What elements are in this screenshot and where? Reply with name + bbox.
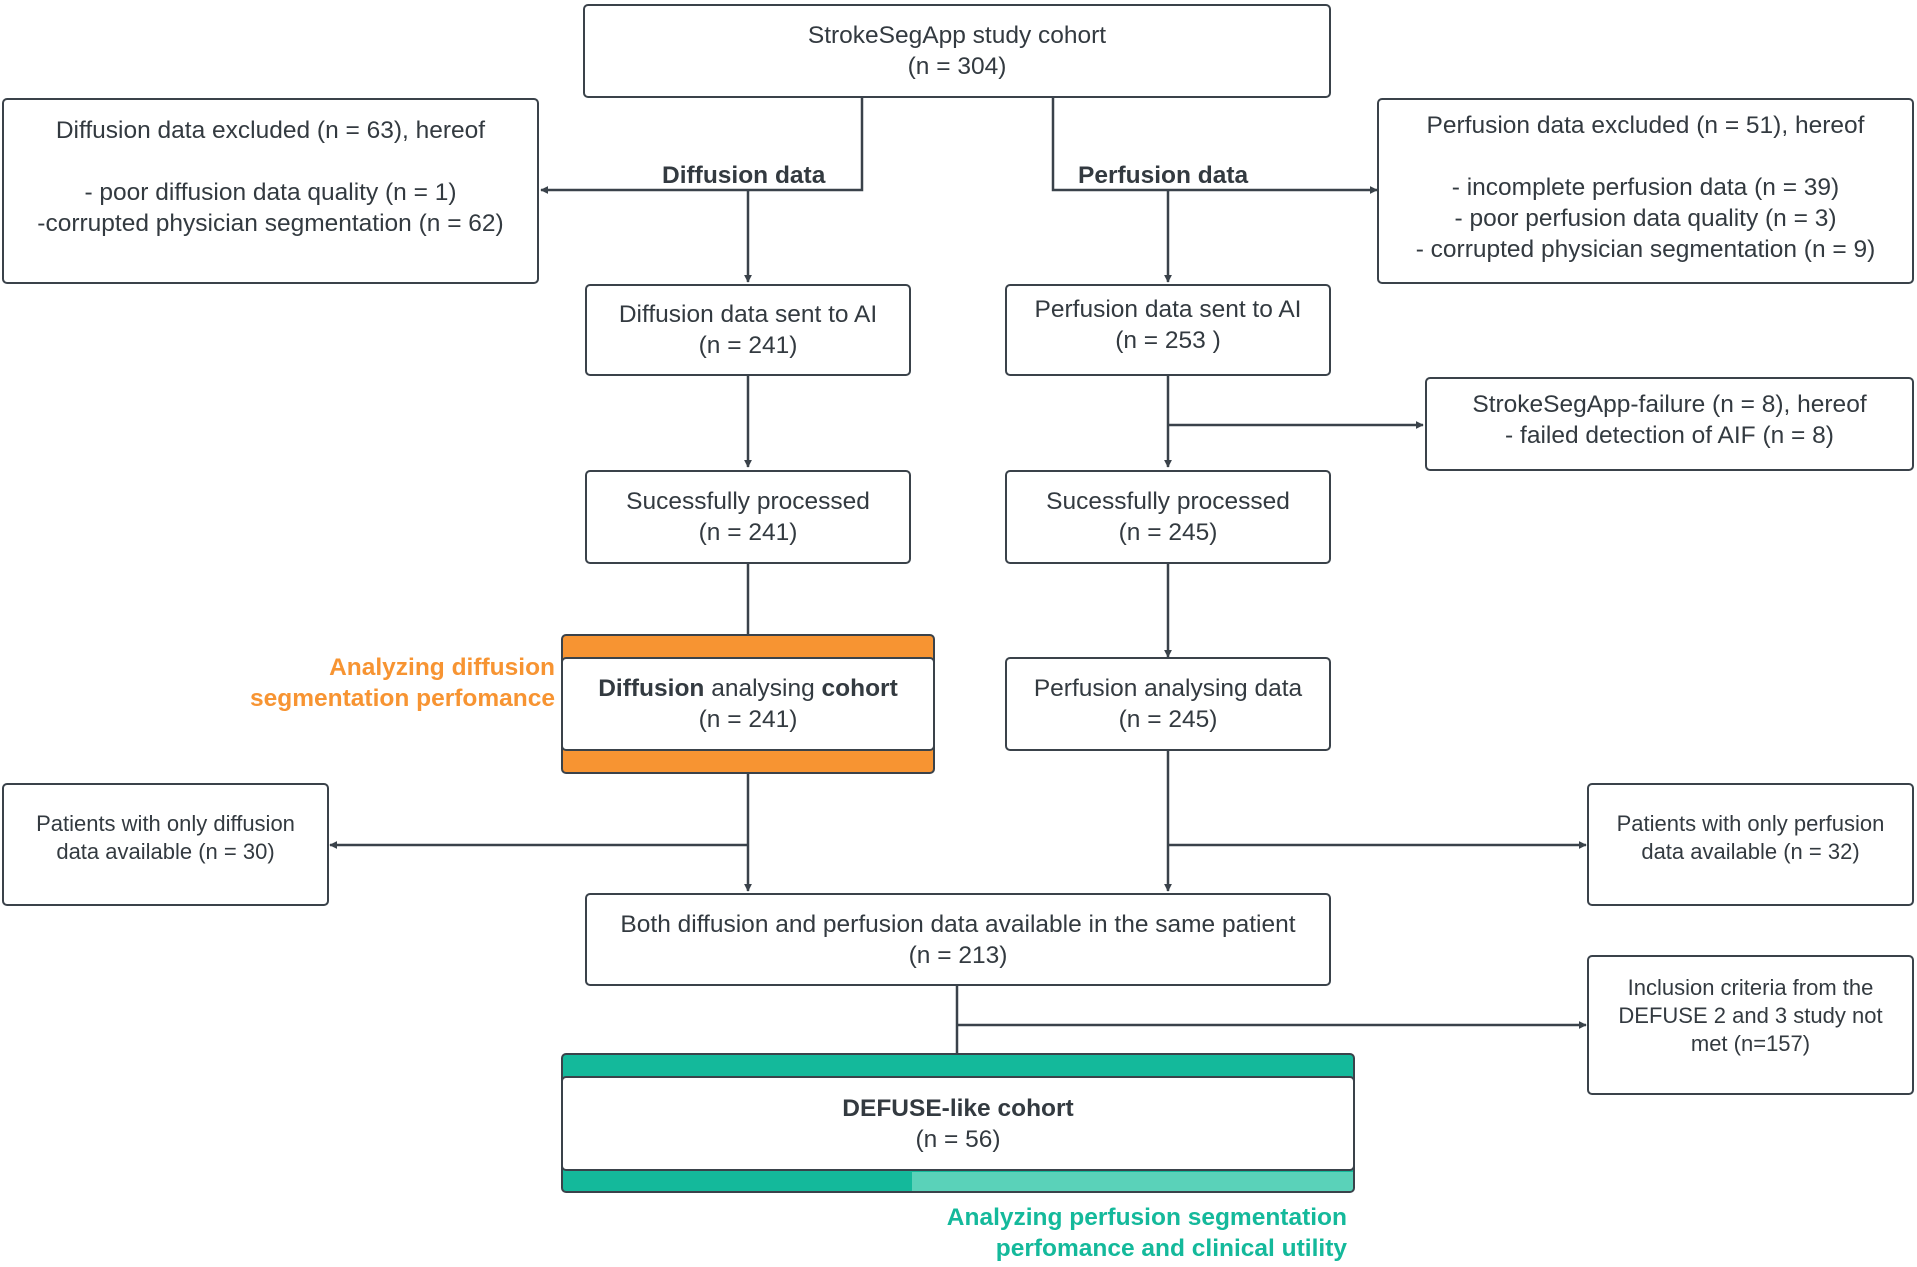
- both-data-box: Both diffusion and perfusion data availa…: [585, 893, 1331, 986]
- edge-cohort-diffusion: [540, 98, 864, 194]
- diffusion-cohort-count: (n = 241): [698, 706, 798, 733]
- perfusion-excluded-reason-1: - incomplete perfusion data (n = 39): [1451, 174, 1840, 201]
- only-diffusion-line-1: Patients with only diffusion: [36, 810, 295, 836]
- perfusion-sent-box: Perfusion data sent to AI (n = 253 ): [1005, 284, 1331, 376]
- perfusion-excluded-heading: Perfusion data excluded (n = 51), hereof: [1426, 112, 1865, 139]
- diffusion-callout-line-1: Analyzing diffusion: [329, 654, 555, 681]
- defuse-cohort-title: DEFUSE-like cohort: [842, 1094, 1074, 1122]
- perfusion-analysing-title: Perfusion analysing data: [1033, 675, 1303, 702]
- edge-label-perfusion: Perfusion data: [1078, 162, 1249, 189]
- both-data-title: Both diffusion and perfusion data availa…: [620, 910, 1296, 938]
- diffusion-cohort-title: Diffusion analysing cohort: [598, 673, 898, 704]
- app-failure-box: StrokeSegApp-failure (n = 8), hereof - f…: [1425, 377, 1914, 471]
- perfusion-processed-box: Sucessfully processed (n = 245): [1005, 470, 1331, 564]
- diffusion-processed-count: (n = 241): [698, 519, 798, 546]
- inclusion-line-1: Inclusion criteria from the: [1627, 975, 1874, 1000]
- study-cohort-title: StrokeSegApp study cohort: [807, 22, 1107, 49]
- perfusion-callout: Analyzing perfusion segmentation perfoma…: [947, 1202, 1347, 1264]
- defuse-cohort-band-light: [912, 1172, 1353, 1191]
- diffusion-excluded-heading: Diffusion data excluded (n = 63), hereof: [55, 117, 486, 144]
- diffusion-sent-box: Diffusion data sent to AI (n = 241): [585, 284, 911, 376]
- perfusion-callout-line-2: perfomance and clinical utility: [995, 1235, 1347, 1262]
- only-perfusion-line-2: data available (n = 32): [1641, 838, 1860, 864]
- perfusion-callout-line-1: Analyzing perfusion segmentation: [946, 1204, 1347, 1231]
- both-data-count: (n = 213): [908, 941, 1008, 969]
- only-perfusion-box: Patients with only perfusion data availa…: [1587, 783, 1914, 906]
- study-cohort-box: StrokeSegApp study cohort (n = 304): [583, 4, 1331, 98]
- study-cohort-count: (n = 304): [907, 53, 1007, 80]
- diffusion-excluded-box: Diffusion data excluded (n = 63), hereof…: [2, 98, 539, 284]
- inclusion-criteria-box: Inclusion criteria from the DEFUSE 2 and…: [1587, 955, 1914, 1095]
- perfusion-analysing-count: (n = 245): [1118, 706, 1218, 733]
- only-diffusion-line-2: data available (n = 30): [56, 838, 275, 864]
- perfusion-sent-title: Perfusion data sent to AI: [1034, 296, 1302, 323]
- diffusion-cohort-box: Diffusion analysing cohort (n = 241): [561, 657, 935, 751]
- diffusion-sent-title: Diffusion data sent to AI: [618, 301, 878, 328]
- perfusion-processed-count: (n = 245): [1118, 519, 1218, 546]
- diffusion-cohort-bold-2: cohort: [821, 675, 898, 702]
- diffusion-sent-count: (n = 241): [698, 332, 798, 359]
- app-failure-heading: StrokeSegApp-failure (n = 8), hereof: [1472, 391, 1867, 418]
- only-perfusion-line-1: Patients with only perfusion: [1616, 810, 1885, 836]
- only-diffusion-box: Patients with only diffusion data availa…: [2, 783, 329, 906]
- perfusion-processed-title: Sucessfully processed: [1046, 488, 1290, 515]
- diffusion-excluded-reason-1: - poor diffusion data quality (n = 1): [84, 179, 457, 206]
- diffusion-excluded-reason-2: -corrupted physician segmentation (n = 6…: [37, 210, 504, 237]
- diffusion-processed-title: Sucessfully processed: [626, 488, 870, 515]
- edge-cohort-perfusion: [1051, 98, 1378, 194]
- diffusion-cohort-bold-1: Diffusion: [598, 675, 705, 702]
- perfusion-analysing-box: Perfusion analysing data (n = 245): [1005, 657, 1331, 751]
- inclusion-line-2: DEFUSE 2 and 3 study not: [1618, 1003, 1883, 1028]
- perfusion-excluded-reason-3: - corrupted physician segmentation (n = …: [1415, 236, 1876, 263]
- perfusion-excluded-reason-2: - poor perfusion data quality (n = 3): [1454, 205, 1837, 232]
- perfusion-sent-count: (n = 253 ): [1115, 327, 1221, 354]
- inclusion-line-3: met (n=157): [1690, 1031, 1811, 1056]
- defuse-cohort-count: (n = 56): [915, 1125, 1001, 1153]
- diffusion-callout: Analyzing diffusion segmentation perfoma…: [250, 652, 555, 714]
- diffusion-processed-box: Sucessfully processed (n = 241): [585, 470, 911, 564]
- defuse-cohort-box: DEFUSE-like cohort (n = 56): [561, 1076, 1355, 1171]
- edge-label-diffusion: Diffusion data: [662, 162, 826, 189]
- diffusion-cohort-mid: analysing: [704, 675, 822, 702]
- perfusion-excluded-box: Perfusion data excluded (n = 51), hereof…: [1377, 98, 1914, 284]
- diffusion-callout-line-2: segmentation perfomance: [250, 685, 555, 712]
- app-failure-reason: - failed detection of AIF (n = 8): [1505, 422, 1834, 449]
